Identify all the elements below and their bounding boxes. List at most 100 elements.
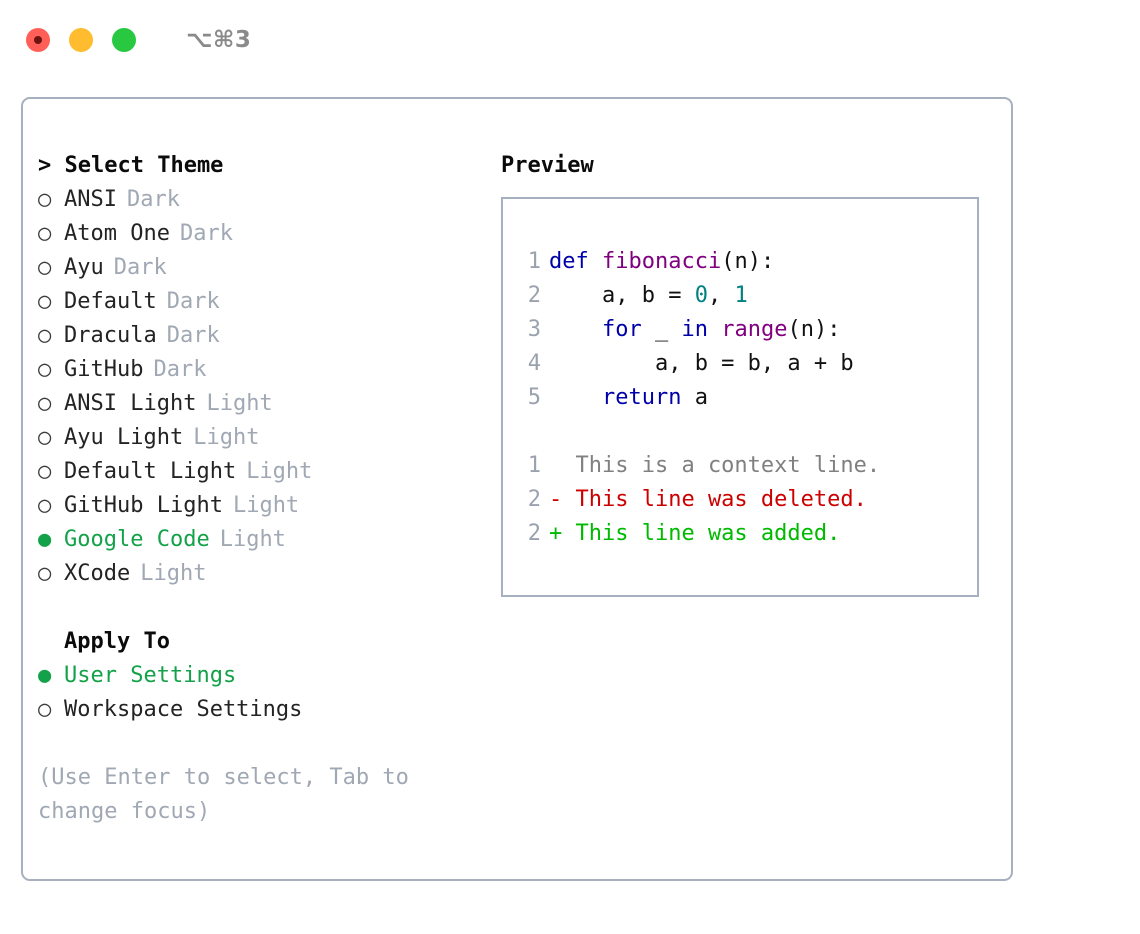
line-number: 2 (527, 521, 541, 546)
window-controls (26, 28, 136, 52)
theme-category-badge: Light (232, 493, 300, 518)
theme-option-label: Ayu Light (64, 425, 184, 450)
apply-to-list[interactable]: ● User Settings ○ Workspace Settings (38, 659, 478, 727)
radio-unselected-icon[interactable]: ○ (38, 561, 52, 586)
theme-category-badge: Dark (179, 221, 233, 246)
code-token: 1 (734, 283, 748, 308)
theme-option-dracula[interactable]: ○ Dracula Dark (38, 319, 478, 353)
radio-unselected-icon[interactable]: ○ (38, 357, 52, 382)
apply-to-option-label: Workspace Settings (64, 697, 303, 722)
radio-unselected-icon[interactable]: ○ (38, 289, 52, 314)
theme-option-label: Google Code (64, 527, 210, 552)
theme-option-label: Default Light (64, 459, 237, 484)
apply-to-label: Apply To (64, 629, 170, 654)
theme-option-ansi[interactable]: ○ ANSI Dark (38, 183, 478, 217)
theme-option-label: Ayu (64, 255, 104, 280)
apply-to-option-label: User Settings (64, 663, 237, 688)
theme-category-badge: Light (193, 425, 260, 450)
theme-option-ayu[interactable]: ○ Ayu Dark (38, 251, 478, 285)
code-line: 5 return a (519, 381, 971, 415)
radio-unselected-icon[interactable]: ○ (38, 425, 52, 450)
theme-category-badge: Dark (126, 187, 180, 212)
radio-unselected-icon[interactable]: ○ (38, 697, 52, 722)
code-token: (n): (787, 317, 841, 342)
theme-option-default-light[interactable]: ○ Default Light Light (38, 455, 478, 489)
radio-unselected-icon[interactable]: ○ (38, 323, 52, 348)
theme-category-badge: Dark (113, 255, 167, 280)
code-token: range (721, 317, 788, 342)
radio-unselected-icon[interactable]: ○ (38, 459, 52, 484)
theme-option-label: GitHub Light (64, 493, 223, 518)
theme-category-badge: Light (219, 527, 286, 552)
code-token: , (707, 283, 735, 308)
theme-option-label: GitHub (64, 357, 144, 382)
theme-category-badge: Dark (166, 323, 220, 348)
line-number: 2 (527, 283, 541, 308)
code-token (549, 317, 602, 342)
code-line: 3 for _ in range(n): (519, 313, 971, 347)
diff-line: 2 - This line was deleted. (519, 483, 971, 517)
diff-line: 2 + This line was added. (519, 517, 971, 551)
theme-option-xcode[interactable]: ○ XCode Light (38, 557, 478, 591)
theme-option-ansi-light[interactable]: ○ ANSI Light Light (38, 387, 478, 421)
code-token: _ (641, 317, 682, 342)
code-token: for (601, 317, 642, 342)
line-number: 3 (527, 317, 541, 342)
theme-option-label: Dracula (64, 323, 157, 348)
title-bar: ⌥⌘3 (0, 0, 1140, 80)
code-line-content: def fibonacci(n): (549, 249, 774, 274)
list-spacer (38, 591, 478, 625)
radio-unselected-icon[interactable]: ○ (38, 391, 52, 416)
code-line: 4 a, b = b, a + b (519, 347, 971, 381)
code-token (708, 317, 721, 342)
theme-category-badge: Light (206, 391, 273, 416)
theme-option-google-code[interactable]: ● Google Code Light (38, 523, 478, 557)
theme-option-github-light[interactable]: ○ GitHub Light Light (38, 489, 478, 523)
diff-line-content: - This line was deleted. (549, 487, 867, 512)
theme-option-github[interactable]: ○ GitHub Dark (38, 353, 478, 387)
code-line-content: for _ in range(n): (549, 317, 840, 342)
minimize-button[interactable] (69, 28, 93, 52)
code-token: fibonacci (602, 249, 722, 274)
line-number: 4 (527, 351, 541, 376)
theme-category-badge: Dark (153, 357, 207, 382)
apply-to-option-workspace-settings[interactable]: ○ Workspace Settings (38, 693, 478, 727)
preview-gap (519, 415, 971, 449)
line-number: 1 (527, 453, 541, 478)
radio-unselected-icon[interactable]: ○ (38, 255, 52, 280)
theme-category-badge: Light (246, 459, 313, 484)
code-token: (n): (721, 249, 775, 274)
diff-line-content: + This line was added. (549, 521, 841, 546)
apply-to-option-user-settings[interactable]: ● User Settings (38, 659, 478, 693)
theme-category-badge: Light (140, 561, 207, 586)
theme-option-ayu-light[interactable]: ○ Ayu Light Light (38, 421, 478, 455)
code-token: def (549, 249, 589, 274)
code-line: 2 a, b = 0, 1 (519, 279, 971, 313)
code-line: 1 def fibonacci(n): (519, 245, 971, 279)
code-token (589, 249, 602, 274)
radio-unselected-icon[interactable]: ○ (38, 493, 52, 518)
code-token: a, b = (549, 283, 695, 308)
line-number: 2 (527, 487, 541, 512)
radio-selected-icon[interactable]: ● (38, 527, 52, 552)
maximize-button[interactable] (112, 28, 136, 52)
close-button[interactable] (26, 28, 50, 52)
code-token: a (681, 385, 708, 410)
theme-option-label: ANSI Light (64, 391, 197, 416)
theme-option-label: XCode (64, 561, 131, 586)
radio-unselected-icon[interactable]: ○ (38, 221, 52, 246)
theme-option-label: ANSI (64, 187, 117, 212)
line-number: 1 (527, 249, 541, 274)
radio-selected-icon[interactable]: ● (38, 663, 52, 688)
diff-line: 1 This is a context line. (519, 449, 971, 483)
code-line-content: a, b = 0, 1 (549, 283, 748, 308)
theme-option-label: Default (64, 289, 157, 314)
diff-line-content: This is a context line. (549, 453, 881, 478)
code-token: return (601, 385, 682, 410)
radio-unselected-icon[interactable]: ○ (38, 187, 52, 212)
